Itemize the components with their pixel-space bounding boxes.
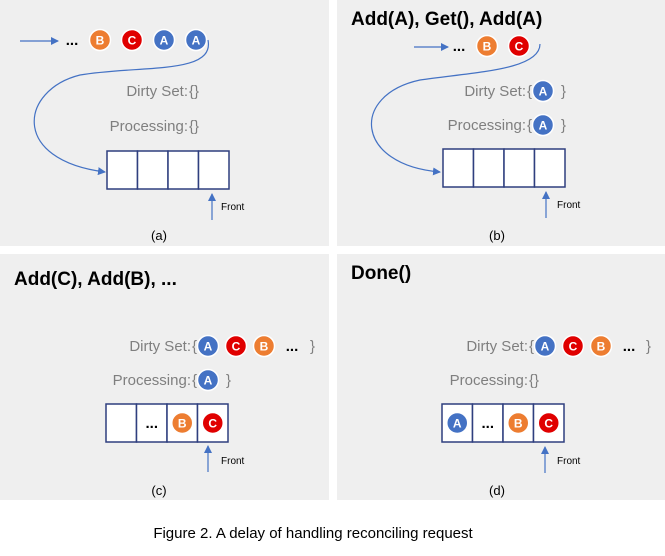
panel-b-processing-item-0-ball-a — [531, 113, 555, 137]
panel-a-enqueue-arrow — [33, 39, 209, 176]
panel-a-input-ellipsis: ... — [66, 32, 79, 49]
panel-d-label: (d) — [489, 483, 505, 498]
panel-d-processing-label: Processing: — [450, 372, 528, 389]
panel-b-processing-label: Processing: — [448, 117, 526, 134]
panel-d-dirty-set-item-2-ball-label: B — [597, 339, 606, 353]
panel-d-dirty-set-open-brace: { — [529, 338, 534, 355]
panel-c-dirty-set-item-3-ellipsis: ... — [286, 338, 299, 355]
panel-c-processing-close-brace: } — [226, 372, 231, 389]
panel-d-dirty-set-label: Dirty Set: — [466, 338, 528, 355]
panel-b-processing-open-brace: { — [527, 117, 532, 134]
panel-c-dirty-set-item-0-ball-label: A — [204, 339, 213, 353]
panel-b-processing-close-brace: } — [561, 117, 566, 134]
panel-d-front-label: Front — [557, 456, 581, 467]
panel-b-dirty-set-item-0-ball-a — [531, 79, 555, 103]
panel-d-queue-cell-2-ball-label: B — [514, 416, 523, 430]
panel-b-label: (b) — [489, 228, 505, 243]
panel-c-queue-cell-0 — [105, 403, 138, 443]
panel-a-input-item-1-ball-c — [120, 28, 144, 52]
panel-b-dirty-set-item-0-ball-label: A — [539, 84, 548, 98]
panel-c-background — [0, 254, 329, 500]
figure-caption: Figure 2. A delay of handling reconcilin… — [153, 525, 473, 542]
panel-b-queue-cell-3 — [533, 148, 566, 188]
panel-c-dirty-set-item-2-ball-b — [252, 334, 276, 358]
panel-d-background — [337, 254, 665, 500]
panel-b-input-item-1-ball-c — [507, 34, 531, 58]
panel-a-input-item-2-ball-label: A — [160, 33, 169, 47]
panel-c-dirty-set-item-0-ball-a — [196, 334, 220, 358]
panel-a-input-item-2-ball-a — [152, 28, 176, 52]
panel-b-title: Add(A), Get(), Add(A) — [351, 9, 542, 30]
panel-b-input-ellipsis: ... — [453, 38, 466, 55]
panel-c-dirty-set-close-brace: } — [310, 338, 315, 355]
panel-a-front-label: Front — [221, 202, 245, 213]
panel-b-input-item-0-ball-b — [475, 34, 499, 58]
panel-d-title: Done() — [351, 263, 411, 284]
panel-a-queue-cell-2 — [167, 150, 200, 190]
panel-d-dirty-set-item-0-ball-a — [533, 334, 557, 358]
panel-c-queue-cell-3-ball-c — [201, 411, 224, 435]
panel-b-front-label: Front — [557, 200, 581, 211]
panel-b-enqueue-arrow — [371, 43, 541, 176]
panel-b-dirty-set-label: Dirty Set: — [464, 83, 526, 100]
panel-c-label: (c) — [151, 483, 166, 498]
panel-c-dirty-set-open-brace: { — [192, 338, 197, 355]
panel-d-dirty-set-item-0-ball-label: A — [541, 339, 550, 353]
panel-c-title: Add(C), Add(B), ... — [14, 269, 177, 290]
panel-d-processing-empty-braces: {} — [529, 372, 539, 389]
panel-a-queue-cell-0 — [106, 150, 139, 190]
panel-a-input-item-0-ball-label: B — [96, 33, 105, 47]
panel-d-dirty-set-item-1-ball-c — [561, 334, 585, 358]
panel-c-queue-cell-1 — [135, 403, 168, 443]
panel-d-dirty-set-item-2-ball-b — [589, 334, 613, 358]
panel-d-queue-cell-0-ball-label: A — [453, 416, 462, 430]
panel-d-dirty-set-close-brace: } — [646, 338, 651, 355]
panel-a-dirty-set-label: Dirty Set: — [126, 83, 188, 100]
panel-d-queue-cell-1 — [471, 403, 504, 443]
panel-c-dirty-set-item-1-ball-c — [224, 334, 248, 358]
panel-c-dirty-set-item-1-ball-label: C — [232, 339, 241, 353]
panel-a-queue-cell-1 — [136, 150, 169, 190]
panel-a-input-item-3-ball-label: A — [192, 33, 201, 47]
panel-c-processing-item-0-ball-label: A — [204, 373, 213, 387]
panel-b-queue-cell-1 — [472, 148, 505, 188]
panel-b-dirty-set-open-brace: { — [527, 83, 532, 100]
panel-c-queue-cell-2-ball-b — [171, 411, 194, 435]
panel-a-input-item-1-ball-label: C — [128, 33, 137, 47]
panel-c-processing-item-0-ball-a — [196, 368, 220, 392]
panel-c-processing-open-brace: { — [192, 372, 197, 389]
panel-b-queue-cell-2 — [503, 148, 536, 188]
panel-a-input-item-0-ball-b — [88, 28, 112, 52]
panel-c-dirty-set-item-2-ball-label: B — [260, 339, 269, 353]
panel-c-front-label: Front — [221, 456, 245, 467]
panel-a-input-item-3-ball-a — [184, 28, 208, 52]
panel-a-label: (a) — [151, 228, 167, 243]
panel-a-processing-empty-braces: {} — [189, 118, 199, 135]
panel-c-queue-cell-3-ball-label: C — [208, 416, 217, 430]
panel-b-queue-cell-0 — [442, 148, 475, 188]
panel-b-input-item-1-ball-label: C — [515, 39, 524, 53]
panel-d-queue-cell-3-ball-label: C — [544, 416, 553, 430]
panel-d-dirty-set-item-3-ellipsis: ... — [623, 338, 636, 355]
panel-a-dirty-set-empty-braces: {} — [189, 83, 199, 100]
panel-c-queue-cell-1-ellipsis: ... — [145, 415, 158, 432]
panel-d-queue-cell-2-ball-b — [507, 411, 530, 435]
panel-d-queue-cell-1-ellipsis: ... — [481, 415, 494, 432]
panel-a-queue-cell-3 — [197, 150, 230, 190]
panel-b-background — [337, 0, 665, 246]
panel-b-input-item-0-ball-label: B — [483, 39, 492, 53]
panel-d-dirty-set-item-1-ball-label: C — [569, 339, 578, 353]
panel-c-queue-cell-2-ball-label: B — [178, 416, 187, 430]
panel-d-queue-cell-3-ball-c — [537, 411, 560, 435]
panel-c-processing-label: Processing: — [113, 372, 191, 389]
panel-c-dirty-set-label: Dirty Set: — [129, 338, 191, 355]
panel-a-processing-label: Processing: — [110, 118, 188, 135]
panel-b-processing-item-0-ball-label: A — [539, 118, 548, 132]
panel-b-dirty-set-close-brace: } — [561, 83, 566, 100]
panel-d-queue-cell-0-ball-a — [446, 411, 469, 435]
